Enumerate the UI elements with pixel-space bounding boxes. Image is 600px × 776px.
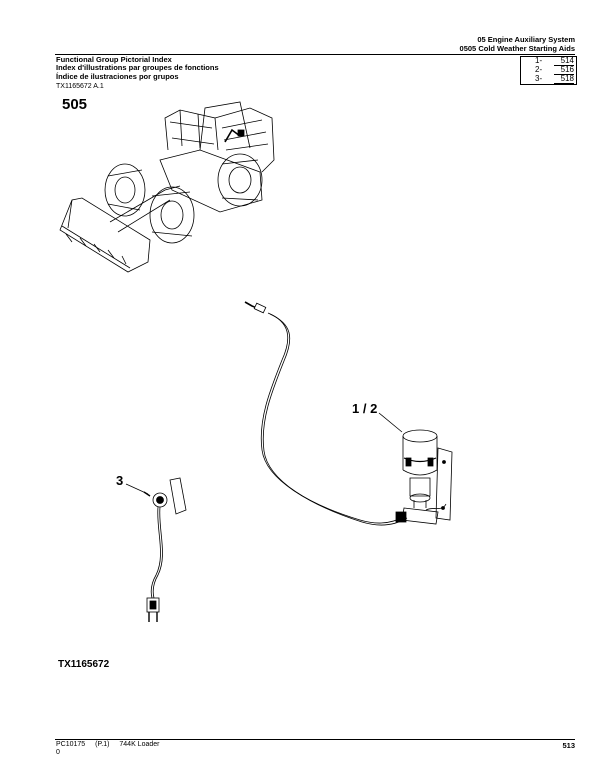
footer-rule bbox=[55, 739, 575, 740]
title-fr: Index d'illustrations par groupes de fon… bbox=[56, 63, 219, 73]
index-item: 2- bbox=[535, 65, 543, 74]
page-index-table: 1- 514 2- 516 3- 518 bbox=[520, 56, 577, 85]
starting-aid-drawing bbox=[395, 429, 453, 525]
page-number: 513 bbox=[562, 741, 575, 750]
title-en: Functional Group Pictorial Index bbox=[56, 55, 172, 64]
index-page-link[interactable]: 518 bbox=[554, 75, 574, 84]
page-index-row[interactable]: 2- 516 bbox=[521, 66, 576, 75]
index-page-link[interactable]: 516 bbox=[554, 66, 574, 75]
figure-reference: TX1165672 A.1 bbox=[56, 83, 104, 90]
callout-3: 3 bbox=[116, 473, 124, 488]
figure-id: TX1165672 bbox=[58, 659, 110, 670]
footer-sub: 0 bbox=[56, 749, 60, 756]
section-header: 05 Engine Auxiliary System 0505 Cold Wea… bbox=[460, 35, 575, 53]
leader-lines bbox=[125, 412, 403, 495]
group-title: 0505 Cold Weather Starting Aids bbox=[459, 44, 575, 53]
index-titles: Functional Group Pictorial Index Index d… bbox=[56, 55, 219, 81]
index-item: 1- bbox=[535, 56, 543, 65]
cable-drawing bbox=[244, 301, 408, 526]
part-number: (P.1) bbox=[95, 741, 110, 748]
title-es: Índice de ilustraciones por grupos bbox=[56, 71, 179, 81]
index-item: 3- bbox=[535, 74, 543, 83]
callout-1-2: 1 / 2 bbox=[352, 401, 378, 416]
catalog-number: PC10175 bbox=[56, 741, 86, 748]
model-name: 744K Loader bbox=[119, 741, 160, 748]
switch-drawing bbox=[143, 477, 187, 622]
section-title: 05 Engine Auxiliary System bbox=[477, 35, 575, 44]
header-rule bbox=[55, 54, 575, 55]
footer-info: PC10175 (P.1) 744K Loader 0 bbox=[56, 741, 167, 757]
index-page-link[interactable]: 514 bbox=[554, 57, 574, 66]
group-number: 505 bbox=[62, 96, 88, 113]
page-index-row[interactable]: 3- 518 bbox=[521, 75, 576, 84]
loader-drawing bbox=[59, 101, 275, 273]
page-index-row[interactable]: 1- 514 bbox=[521, 57, 576, 66]
